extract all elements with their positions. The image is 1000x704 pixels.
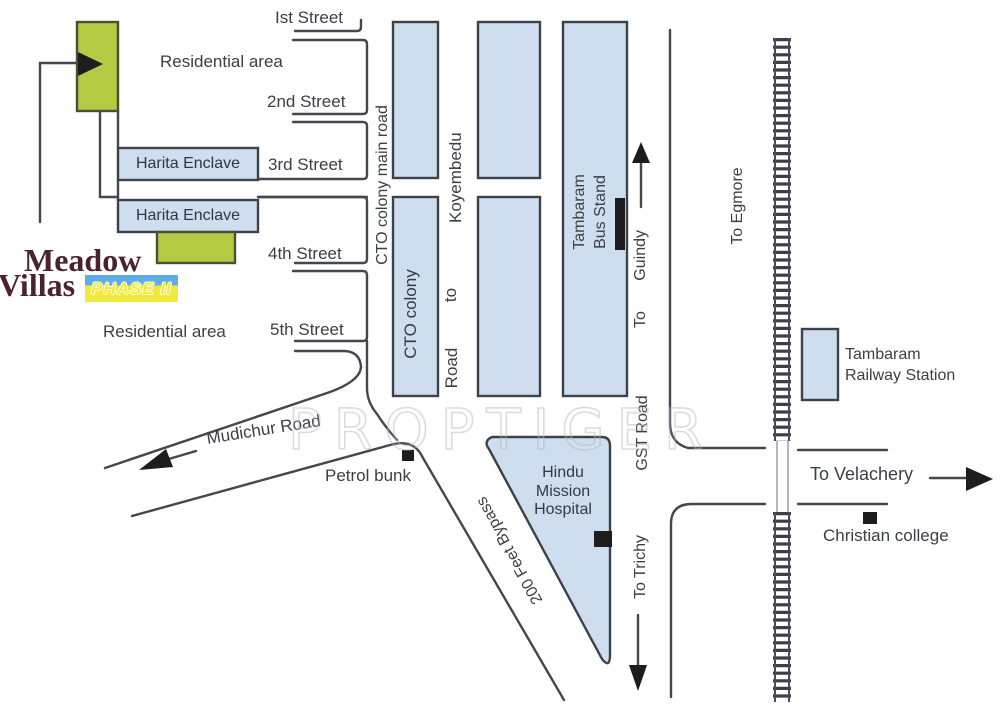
petrol-bunk-label: Petrol bunk — [325, 466, 411, 485]
watermark: PROPTIGER — [287, 397, 715, 464]
hospital-label-line3: Hospital — [534, 501, 592, 518]
koyembedu-to-label: to — [441, 287, 460, 303]
to-egmore-label: To Egmore — [729, 167, 746, 245]
velachery-arrow-head — [966, 467, 993, 491]
koyembedu-label: Koyembedu — [446, 132, 465, 223]
street-label-5th: 5th Street — [270, 320, 344, 339]
project-arrow-head — [78, 52, 103, 76]
street-line-1st — [293, 18, 363, 33]
project-pointer-line — [38, 61, 82, 224]
street-line-5th — [293, 349, 363, 369]
street-label-1st: Ist Street — [275, 8, 344, 27]
block-outline — [291, 38, 369, 116]
street-label-2nd: 2nd Street — [267, 92, 346, 111]
mudichur-arrow-head — [139, 449, 173, 470]
to-velachery-label: To Velachery — [810, 464, 914, 484]
railway-track — [773, 38, 791, 702]
residential-area-bottom: Residential area — [103, 322, 226, 341]
city-block — [391, 20, 440, 180]
bus-stand-label: Tambaram Bus Stand — [569, 162, 611, 262]
christian-college-marker — [863, 512, 877, 524]
cto-colony-block — [391, 195, 440, 398]
railway-station-label-line1: Tambaram — [845, 346, 921, 363]
gst-road-lower — [669, 502, 767, 699]
logo-meadow: Meadow — [24, 242, 142, 278]
mudichur-bypass-line — [130, 441, 566, 702]
guindy-arrow-head — [632, 142, 650, 163]
harita-enclave-label-2: Harita Enclave — [135, 207, 241, 224]
street-label-4th: 4th Street — [268, 244, 342, 263]
logo-phase-badge: PHASE II — [85, 275, 178, 302]
koyembedu-road-label: Road — [442, 347, 461, 389]
city-block — [476, 195, 542, 398]
logo-villas: Villas — [0, 267, 76, 303]
trichy-arrow-head — [629, 665, 647, 691]
to-trichy-label: To Trichy — [632, 535, 649, 600]
to-guindy-label: To Guindy — [632, 229, 649, 329]
project-plot-2 — [155, 230, 237, 265]
mudichur-road-north — [103, 365, 363, 470]
hospital-marker — [594, 531, 612, 547]
bus-stand-label-line1: Tambaram — [571, 174, 588, 250]
residential-area-top: Residential area — [160, 52, 283, 71]
city-block — [476, 20, 542, 180]
harita-enclave-block-1 — [116, 146, 260, 182]
cto-colony-label: CTO colony — [401, 269, 420, 359]
harita-enclave-label-1: Harita Enclave — [135, 155, 241, 172]
grid-road-east — [365, 339, 399, 442]
block-outline — [256, 120, 369, 181]
hospital-block — [485, 435, 612, 665]
christian-college-label: Christian college — [823, 526, 949, 545]
block-outline — [291, 269, 369, 343]
hospital-label-line2: Mission — [535, 482, 591, 500]
street-label-3rd: 3rd Street — [268, 155, 343, 174]
railway-station-block — [800, 327, 840, 402]
block-outline — [256, 195, 369, 265]
petrol-bunk-marker — [402, 450, 414, 461]
bus-stand-label-line2: Bus Stand — [592, 175, 609, 249]
railway-station-label-line2: Railway Station — [845, 367, 956, 384]
railway-station-label: Tambaram Railway Station — [845, 344, 955, 386]
cto-main-road-label: CTO colony main road — [374, 105, 391, 265]
bus-stand-marker — [615, 198, 625, 250]
hospital-label: Hindu Mission Hospital — [513, 464, 613, 520]
gst-road-line — [668, 28, 767, 450]
hospital-label-line1: Hindu — [542, 464, 584, 481]
